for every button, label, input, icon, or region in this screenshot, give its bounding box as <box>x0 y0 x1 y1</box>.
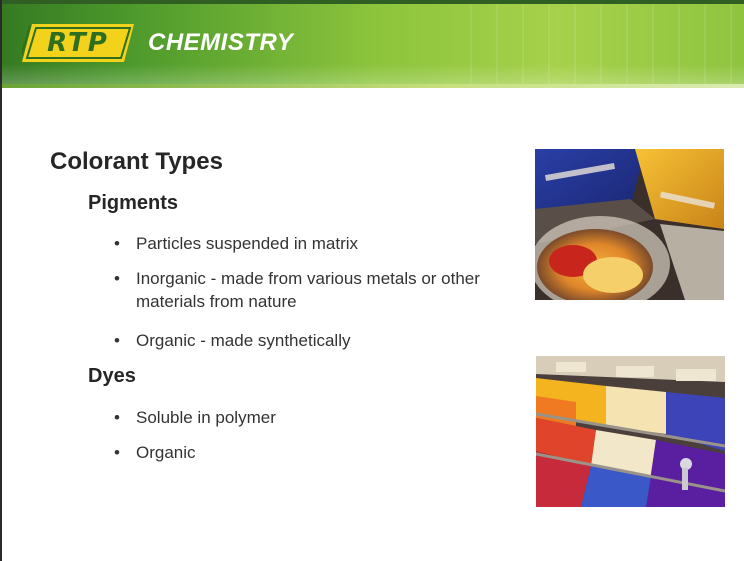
list-item: Organic - made synthetically <box>108 329 518 352</box>
pigments-bullet-list: Particles suspended in matrix Inorganic … <box>108 232 518 364</box>
dyes-bullet-list: Soluble in polymer Organic <box>108 406 518 476</box>
slide-title: Colorant Types <box>50 148 223 175</box>
header-bottom-band <box>2 84 744 88</box>
list-item: Organic <box>108 441 518 464</box>
header-shine <box>2 64 744 84</box>
dye-shelves-photo <box>536 356 725 507</box>
list-item: Particles suspended in matrix <box>108 232 518 255</box>
pigment-powders-photo <box>535 149 724 300</box>
header-stripes <box>470 4 744 84</box>
top-rule <box>0 0 744 4</box>
list-item: Inorganic - made from various metals or … <box>108 267 518 313</box>
brand-label: CHEMISTRY <box>148 29 294 56</box>
logo-text: RTP <box>47 28 109 58</box>
list-item: Soluble in polymer <box>108 406 518 429</box>
logo-badge-icon <box>19 24 134 62</box>
section-heading-dyes: Dyes <box>88 365 136 387</box>
rtp-logo: RTP <box>19 22 134 64</box>
left-rule <box>0 0 2 561</box>
section-heading-pigments: Pigments <box>88 192 179 214</box>
